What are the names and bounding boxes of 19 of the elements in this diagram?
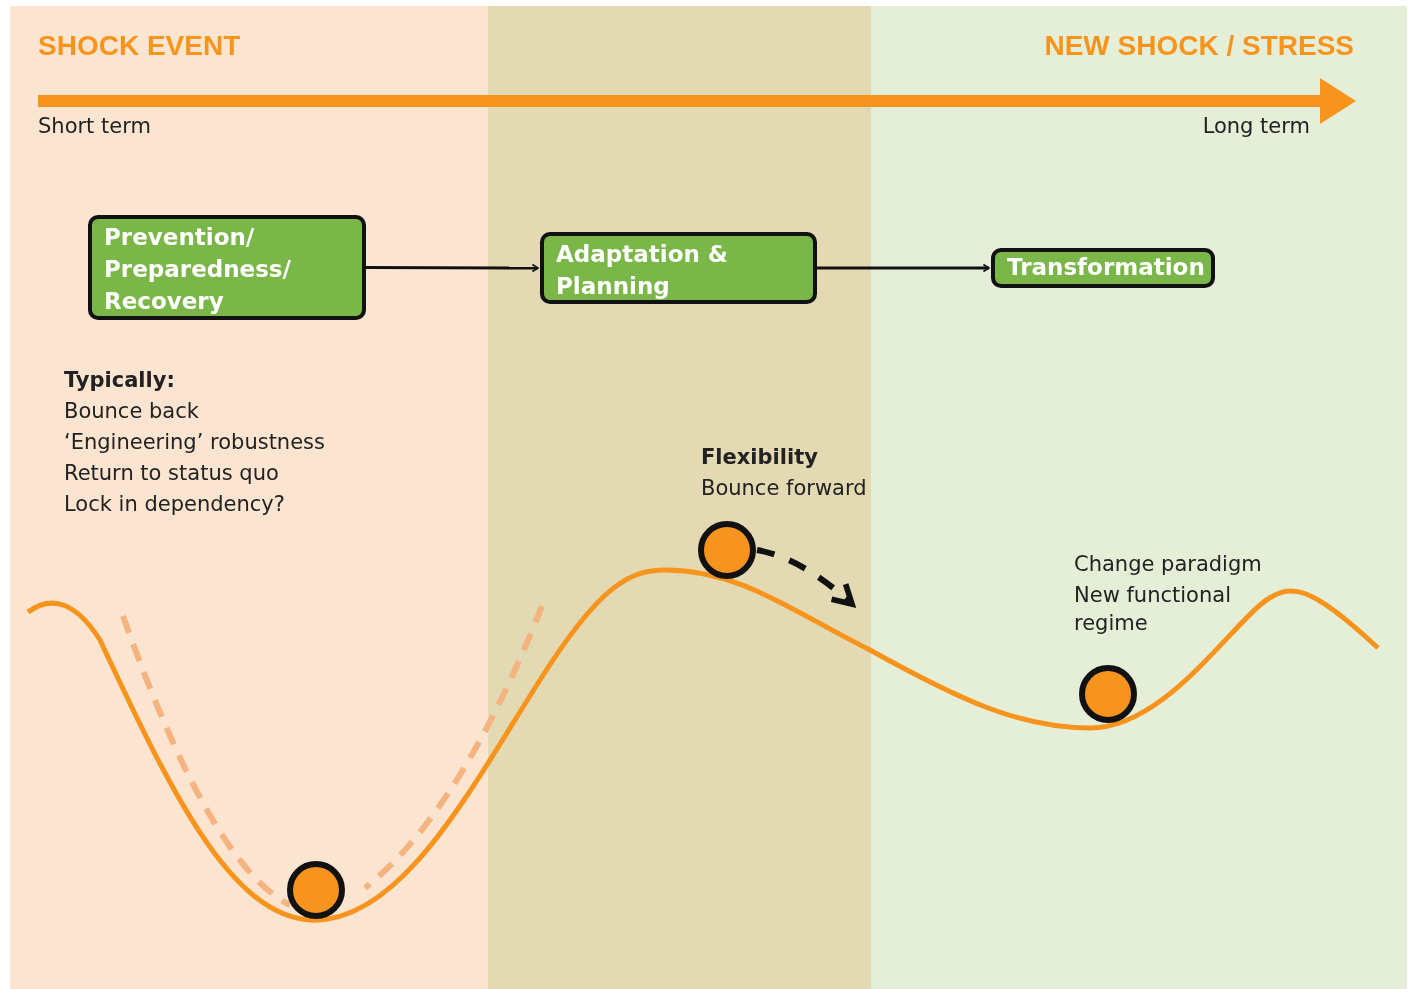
note-text: Change paradigm <box>1074 551 1262 578</box>
arrow <box>817 263 990 273</box>
scale-label: Short term <box>38 113 151 140</box>
note-text: Lock in dependency? <box>64 491 285 518</box>
arrow <box>366 263 539 273</box>
arrow <box>756 547 855 607</box>
note-heading: Flexibility <box>701 444 818 471</box>
note-text: Bounce forward <box>701 475 867 502</box>
process-box: Adaptation & Planning <box>540 232 817 304</box>
heading: SHOCK EVENT <box>38 29 241 63</box>
note-text: New functional regime <box>1074 582 1232 637</box>
note-text: ‘Engineering’ robustness <box>64 429 325 456</box>
scale-label: Long term <box>1202 113 1310 140</box>
note-text: Return to status quo <box>64 460 279 487</box>
note-text: Bounce back <box>64 398 199 425</box>
process-box: Prevention/ Preparedness/ Recovery <box>88 215 366 320</box>
note-heading: Typically: <box>64 367 175 394</box>
process-box: Transformation <box>991 248 1215 288</box>
heading: NEW SHOCK / STRESS <box>1044 29 1354 63</box>
